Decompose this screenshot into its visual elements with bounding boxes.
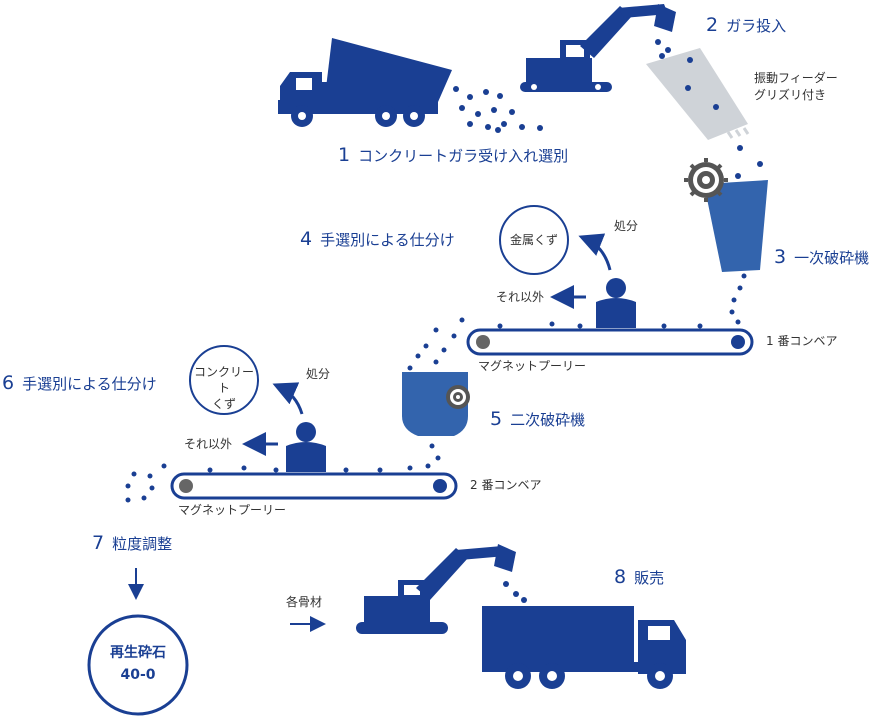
dispose-label-2: 処分 — [306, 367, 331, 381]
primary-crusher-icon — [684, 158, 768, 272]
debris-dots-conv2-end — [125, 463, 167, 503]
aggregate-label: 各骨材 — [286, 595, 323, 609]
step-3-text: 一次破砕機 — [794, 249, 870, 267]
magnet-pulley-2 — [179, 479, 193, 493]
product-circle — [87, 614, 189, 716]
concrete-waste-line1: コンクリート — [193, 365, 254, 395]
step-2-label: 2 ガラ投入 — [706, 14, 786, 36]
step-3-number: 3 — [774, 246, 787, 268]
concrete-waste-circle — [189, 345, 259, 415]
step-8-number: 8 — [614, 566, 627, 588]
debris-dots-bucket — [655, 39, 671, 59]
step-7-label: 7 粒度調整 — [92, 532, 172, 554]
excavator-icon-bottom — [356, 544, 516, 634]
feeder-line2: グリズリ付き — [754, 88, 827, 102]
conveyor-2 — [170, 472, 458, 500]
step-2-text: ガラ投入 — [726, 17, 787, 35]
conveyor-2-label: 2 番コンベア — [470, 478, 542, 492]
conveyor-1 — [466, 328, 754, 356]
debris-dots-feeder — [735, 145, 763, 179]
step-1-label: 1 コンクリートガラ受け入れ選別 — [338, 144, 568, 166]
debris-dots-truck — [453, 86, 543, 133]
dump-truck-icon — [278, 38, 452, 127]
conveyor-2-dots — [207, 465, 413, 473]
gear-icon-primary — [684, 158, 728, 202]
step-6-number: 6 — [2, 372, 15, 394]
feeder-label: 振動フィーダー グリズリ付き — [754, 70, 838, 104]
step-7-number: 7 — [92, 532, 105, 554]
step-7-text: 粒度調整 — [112, 535, 173, 553]
magnet-pulley-1 — [476, 335, 490, 349]
pulley-2-label: マグネットプーリー — [178, 503, 287, 517]
step-1-text: コンクリートガラ受け入れ選別 — [358, 147, 569, 165]
step-6-label: 6 手選別による仕分け — [2, 372, 157, 394]
worker-icon-1 — [596, 278, 636, 328]
product-line2: 40-0 — [120, 667, 156, 683]
debris-dots-crusher2 — [425, 443, 441, 469]
conveyor-1-dots — [497, 321, 703, 329]
concrete-waste-text: コンクリート くず — [190, 364, 258, 412]
excavator-icon-top — [520, 4, 676, 92]
scrap-metal-circle — [499, 205, 569, 275]
other-label-2: それ以外 — [184, 437, 233, 451]
step-3-label: 3 一次破砕機 — [774, 246, 869, 268]
debris-dots-conv1-end — [407, 317, 465, 371]
worker-2-arrows — [242, 382, 304, 456]
step-4-number: 4 — [300, 228, 313, 250]
step-5-text: 二次破砕機 — [510, 411, 586, 429]
step-4-label: 4 手選別による仕分け — [300, 228, 455, 250]
scrap-metal-text: 金属くず — [509, 233, 558, 247]
gear-icon-secondary — [446, 385, 470, 409]
dispose-label-1: 処分 — [614, 219, 639, 233]
vibrating-feeder-icon — [646, 48, 750, 140]
worker-icon-2 — [286, 422, 326, 472]
product-text: 再生砕石 40-0 — [89, 642, 187, 686]
step-4-text: 手選別による仕分け — [320, 231, 455, 249]
step-5-number: 5 — [490, 408, 503, 430]
debris-dots-crusher1 — [729, 273, 747, 325]
step-8-text: 販売 — [634, 569, 665, 587]
worker-1-arrows — [550, 233, 612, 309]
truck-icon — [482, 606, 686, 689]
secondary-crusher-icon — [402, 372, 470, 436]
step-1-number: 1 — [338, 144, 351, 166]
step-2-number: 2 — [706, 14, 719, 36]
conveyor-1-label: 1 番コンベア — [766, 334, 838, 348]
debris-dots-bottom — [503, 581, 527, 603]
product-line1: 再生砕石 — [110, 645, 166, 661]
feeder-line1: 振動フィーダー — [754, 71, 838, 85]
pulley-1-label: マグネットプーリー — [478, 359, 587, 373]
step-5-label: 5 二次破砕機 — [490, 408, 585, 430]
concrete-waste-line2: くず — [211, 397, 236, 411]
other-label-1: それ以外 — [496, 290, 545, 304]
step-6-text: 手選別による仕分け — [22, 375, 157, 393]
step-8-label: 8 販売 — [614, 566, 664, 588]
